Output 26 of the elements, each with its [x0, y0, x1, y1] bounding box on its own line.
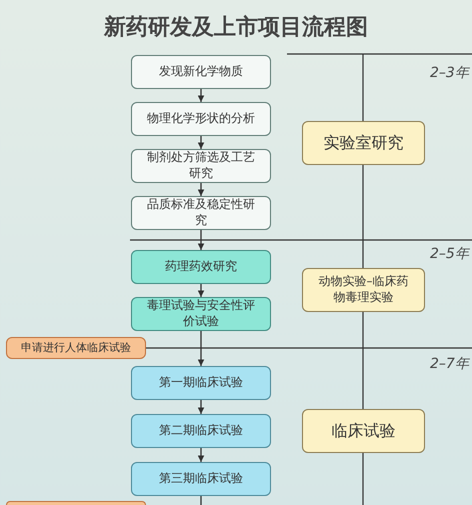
process-box: 发现新化学物质: [131, 55, 271, 89]
stage-box: 临床试验: [302, 409, 425, 453]
process-box: 毒理试验与安全性评价试验: [131, 297, 271, 331]
arrow: [198, 284, 204, 297]
arrow: [198, 400, 204, 414]
title: 新药研发及上市项目流程图: [102, 13, 369, 42]
application-box: [6, 501, 146, 505]
process-box: 物理化学形状的分析: [131, 102, 271, 136]
arrow: [198, 89, 204, 102]
arrow: [198, 183, 204, 196]
process-box: 第三期临床试验: [131, 462, 271, 496]
process-box: 第一期临床试验: [131, 366, 271, 400]
stage-box: 动物实验–临床药物毒理实验: [302, 268, 425, 312]
process-box: 第二期临床试验: [131, 414, 271, 448]
process-box: 制剂处方筛选及工艺研究: [131, 149, 271, 183]
duration-label: 2–3年: [430, 64, 469, 82]
stage-box: 实验室研究: [302, 121, 425, 165]
arrow: [198, 230, 204, 250]
process-box: 药理药效研究: [131, 250, 271, 284]
arrow: [198, 136, 204, 149]
duration-label: 2–5年: [430, 245, 469, 263]
arrow: [198, 448, 204, 462]
application-box: 申请进行人体临床试验: [6, 337, 146, 359]
process-box: 品质标准及稳定性研究: [131, 196, 271, 230]
arrow: [198, 331, 204, 366]
duration-label: 2–7年: [430, 355, 469, 373]
